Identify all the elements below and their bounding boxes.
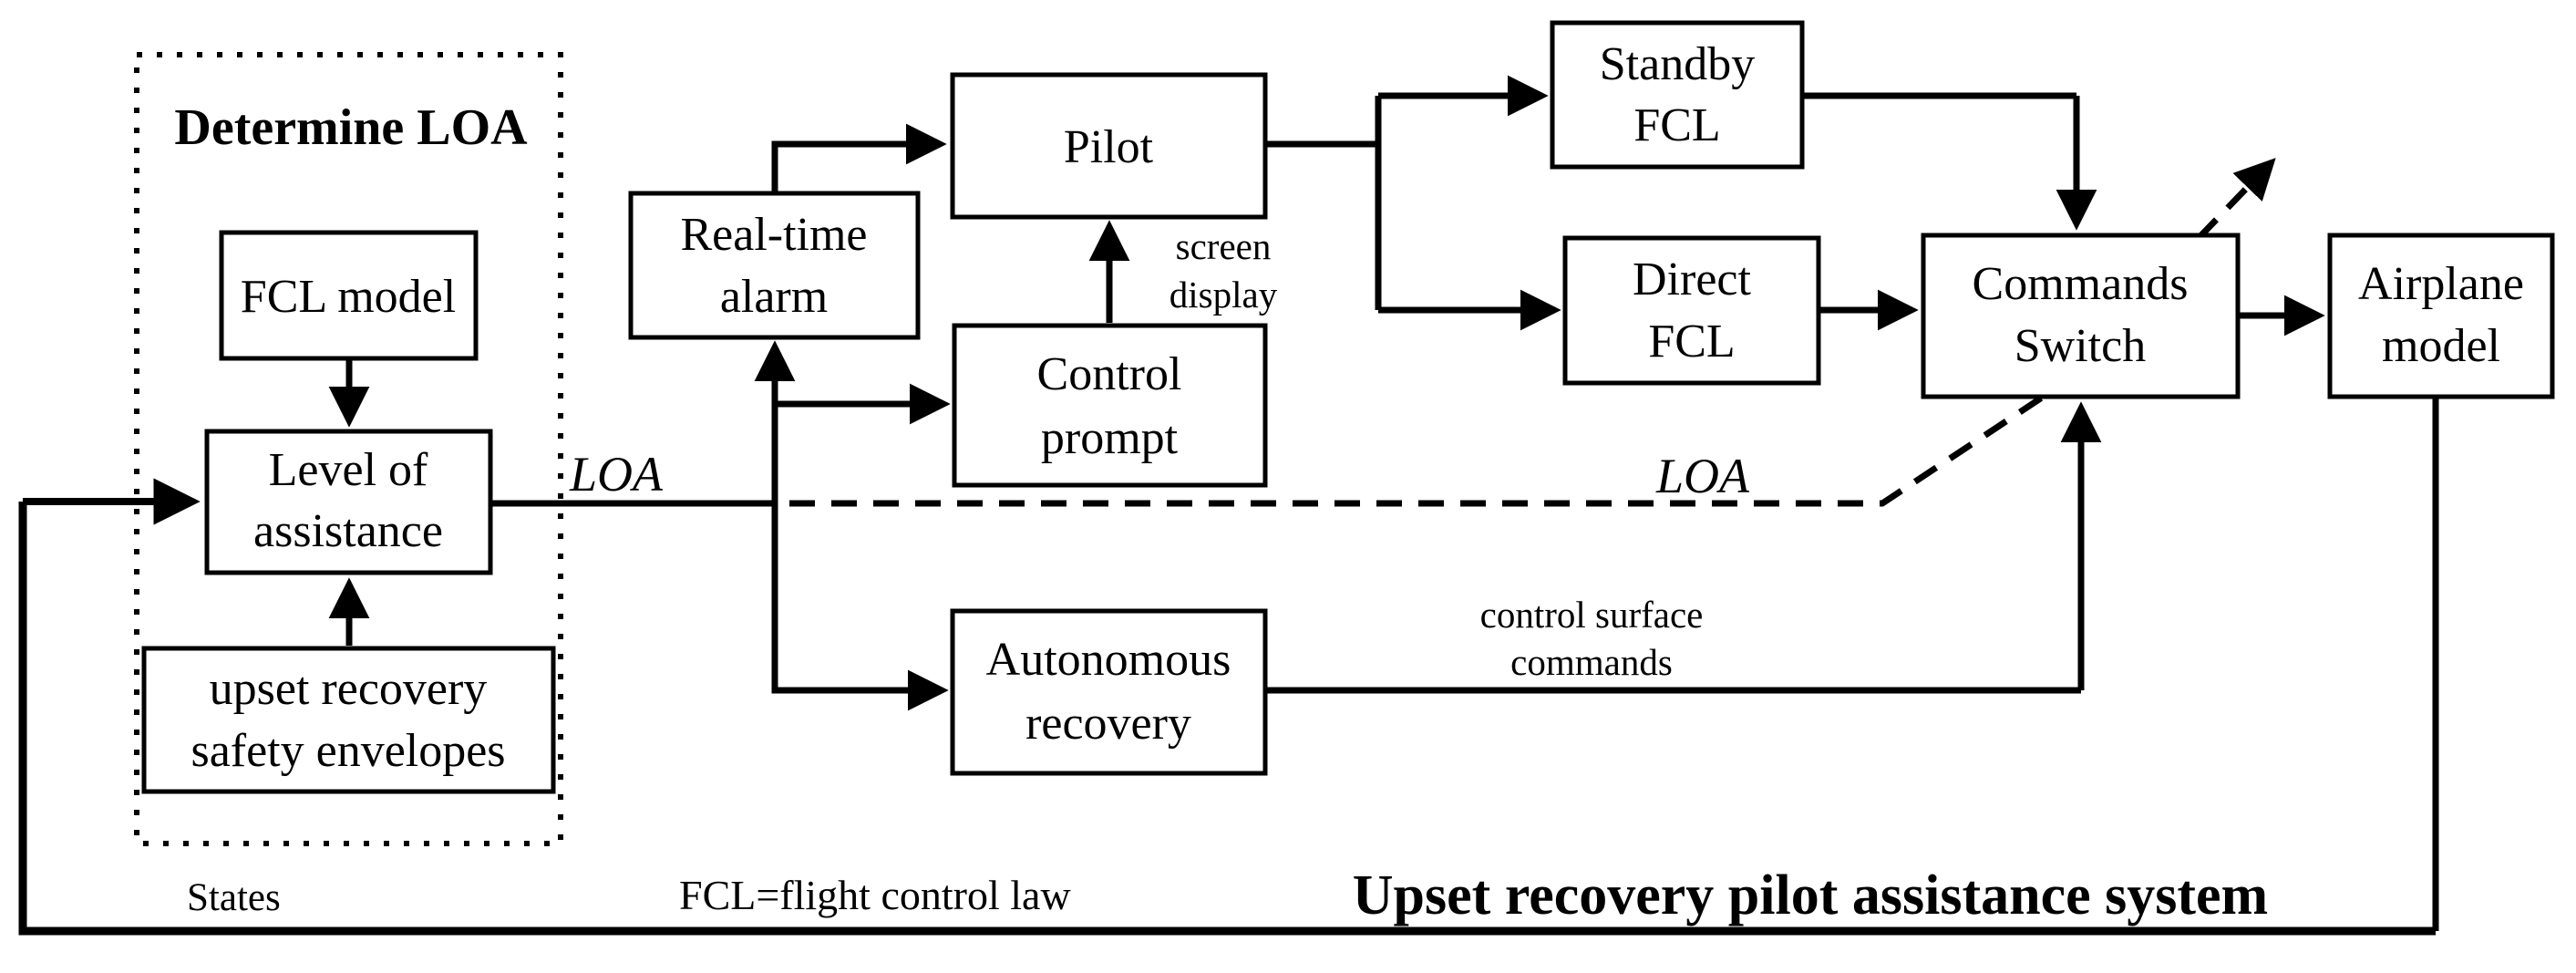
control-surface-commands-label-2: commands <box>1510 641 1673 683</box>
autonomous-recovery-box <box>950 608 1268 776</box>
commands-switch-label-2: Switch <box>2014 320 2146 372</box>
direct-fcl-box <box>1562 235 1821 386</box>
real-time-alarm-box <box>628 191 921 340</box>
level-of-assistance-box <box>204 429 493 575</box>
upset-recovery-envelopes-label-2: safety envelopes <box>191 725 505 777</box>
edge-loa-dashed <box>789 393 2046 507</box>
autonomous-recovery-label-2: recovery <box>1025 698 1191 750</box>
autonomous-recovery-label-1: Autonomous <box>986 634 1231 686</box>
standby-fcl-label-2: FCL <box>1633 99 1720 151</box>
commands-switch-label-1: Commands <box>1973 258 2189 310</box>
control-surface-commands-label-1: control surface <box>1480 594 1704 636</box>
loa-dashed-label: LOA <box>1655 449 1750 503</box>
determine-loa-group-label: Determine LOA <box>174 99 528 156</box>
real-time-alarm-label-1: Real-time <box>680 209 867 261</box>
commands-switch-box <box>1921 233 2241 399</box>
control-prompt-label-1: Control <box>1037 348 1182 400</box>
airplane-model-label-1: Airplane <box>2358 258 2524 310</box>
standby-fcl-label-1: Standby <box>1600 38 1755 90</box>
standby-fcl-box <box>1550 20 1805 170</box>
upset-recovery-envelopes-label-1: upset recovery <box>210 663 488 715</box>
edge-loa-dashed-arrow <box>2196 158 2276 241</box>
airplane-model-label-2: model <box>2382 320 2500 372</box>
fcl-model-box <box>219 230 479 361</box>
control-prompt-box <box>952 323 1268 488</box>
fcl-legend-text: FCL=flight control law <box>679 872 1071 918</box>
diagram-title: Upset recovery pilot assistance system <box>1353 864 2268 926</box>
real-time-alarm-label-2: alarm <box>720 271 828 323</box>
direct-fcl-label-1: Direct <box>1633 254 1751 305</box>
loa-solid-label: LOA <box>569 447 664 502</box>
control-prompt-label-2: prompt <box>1041 412 1179 464</box>
edge-trunk-to-autonomous <box>771 503 949 711</box>
pilot-box <box>950 72 1268 220</box>
edge-alarm-to-pilot <box>771 123 947 193</box>
edge-feedback-bottom-left <box>18 502 2436 936</box>
direct-fcl-label-2: FCL <box>1648 316 1735 367</box>
level-of-assistance-label-2: assistance <box>253 505 443 557</box>
fcl-model-label: FCL model <box>241 271 456 323</box>
edge-pilot-split <box>1265 92 1542 310</box>
upset-recovery-envelopes-box <box>141 646 556 794</box>
airplane-model-box <box>2327 233 2555 399</box>
states-label: States <box>187 876 281 919</box>
screen-display-label-2: display <box>1170 274 1278 316</box>
determine-loa-group-box <box>134 52 563 846</box>
pilot-label: Pilot <box>1064 121 1154 173</box>
level-of-assistance-label-1: Level of <box>269 444 428 496</box>
screen-display-label-1: screen <box>1176 225 1272 267</box>
